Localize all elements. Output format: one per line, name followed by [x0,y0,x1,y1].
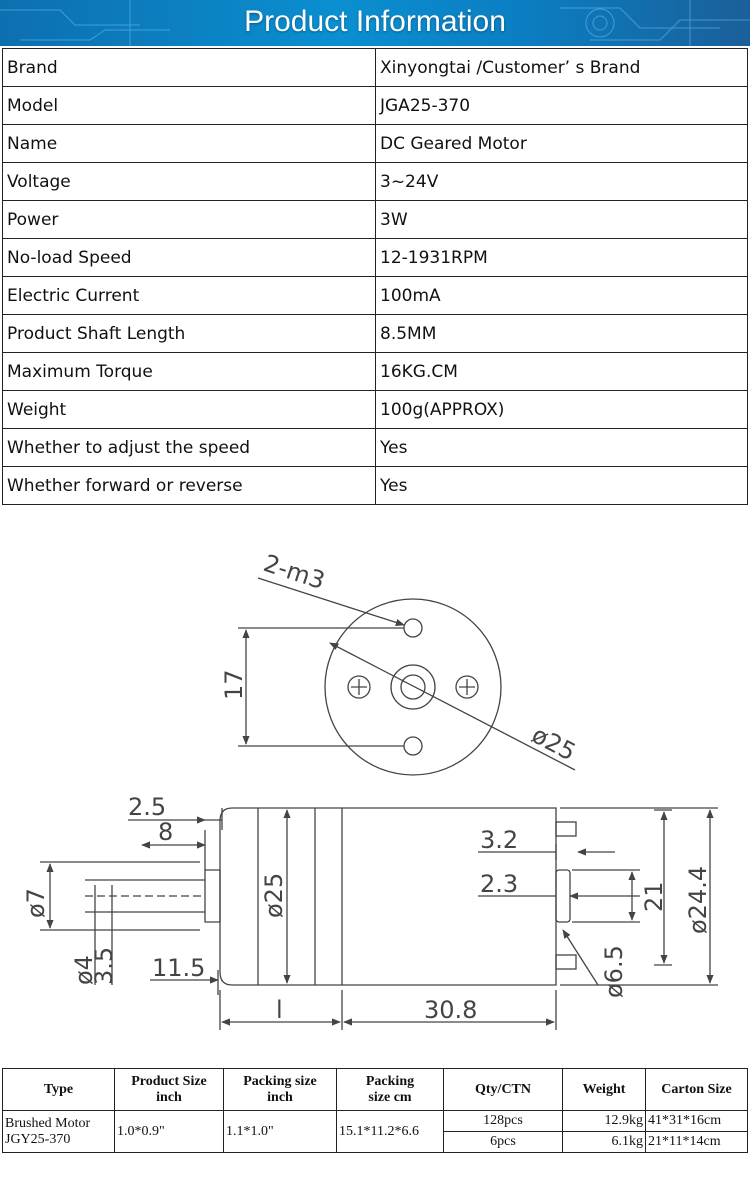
spec-label: Electric Current [2,276,376,315]
label-2-3: 2.3 [480,870,518,898]
label-dia-25-side: ø25 [260,873,288,918]
label-dia-7: ø7 [22,888,50,918]
label-2-5: 2.5 [128,793,166,821]
rear-boss [555,869,571,923]
spec-value: Yes [375,466,748,505]
motor-face-outline [324,598,502,776]
shaft-circle [400,674,426,700]
screw-right [455,675,479,699]
spec-value: 12-1931RPM [375,238,748,277]
spec-value: 100mA [375,276,748,315]
spec-label: Brand [2,48,376,87]
label-30-8: 30.8 [424,996,477,1024]
spec-value: Yes [375,428,748,467]
spec-label: Voltage [2,162,376,201]
label-11-5: 11.5 [152,954,205,982]
spec-label: Maximum Torque [2,352,376,391]
spec-value: 3W [375,200,748,239]
spec-value: Xinyongtai /Customer’ s Brand [375,48,748,87]
mount-hole-top [403,618,423,638]
spec-value: 8.5MM [375,314,748,353]
cell-weight: 12.9kg [562,1110,646,1132]
label-dia-6-5: ø6.5 [600,945,628,998]
spec-label: Name [2,124,376,163]
label-3-5: 3.5 [90,947,118,985]
screw-left [347,675,371,699]
gearbox-body [219,807,343,986]
header-qty: Qty/CTN [443,1068,563,1111]
circuit-pattern-decoration [0,0,750,46]
spec-value: JGA25-370 [375,86,748,125]
header-product-size: Product Size inch [114,1068,224,1111]
spec-label: Weight [2,390,376,429]
spec-label: Model [2,86,376,125]
header-type: Type [2,1068,115,1111]
spec-value: 16KG.CM [375,352,748,391]
label-2-m3: 2-m3 [260,549,328,595]
title-banner: Product Information [0,0,750,46]
page-title: Product Information [244,5,506,38]
spec-value: 100g(APPROX) [375,390,748,429]
cell-qty: 6pcs [443,1131,563,1153]
spec-label: Whether to adjust the speed [2,428,376,467]
spec-label: Whether forward or reverse [2,466,376,505]
motor-dimension-drawing: 2-m3 17 ø25 2.5 8 ø7 ø4 3.5 11.5 ø25 l 3… [22,549,718,1030]
spec-label: No-load Speed [2,238,376,277]
cell-carton: 41*31*16cm [645,1110,748,1132]
label-17: 17 [220,669,248,700]
spec-value: 3~24V [375,162,748,201]
cell-packing-inch: 1.1*1.0" [223,1110,337,1153]
header-carton: Carton Size [645,1068,748,1111]
cell-carton: 21*11*14cm [645,1131,748,1153]
label-dia-24-4: ø24.4 [684,866,712,934]
label-8: 8 [158,818,173,846]
spec-label: Product Shaft Length [2,314,376,353]
shaft-collar [204,869,221,923]
output-shaft [85,879,205,913]
terminal-bottom [555,954,577,970]
shaft-boss [390,664,436,710]
packing-table: Type Product Size inch Packing size inch… [2,1068,748,1153]
cell-packing-cm: 15.1*11.2*6.6 [336,1110,444,1153]
terminal-top [555,821,577,837]
cell-weight: 6.1kg [562,1131,646,1153]
label-3-2: 3.2 [480,826,518,854]
mount-hole-bottom [403,736,423,756]
label-dia-4: ø4 [70,955,98,985]
spec-value: DC Geared Motor [375,124,748,163]
cell-product-size: 1.0*0.9" [114,1110,224,1153]
spec-label: Power [2,200,376,239]
cell-qty: 128pcs [443,1110,563,1132]
label-21: 21 [640,881,668,912]
label-l: l [276,996,283,1024]
header-weight: Weight [562,1068,646,1111]
header-packing-cm: Packing size cm [336,1068,444,1111]
cell-type: Brushed Motor JGY25-370 [2,1110,115,1153]
header-packing-inch: Packing size inch [223,1068,337,1111]
